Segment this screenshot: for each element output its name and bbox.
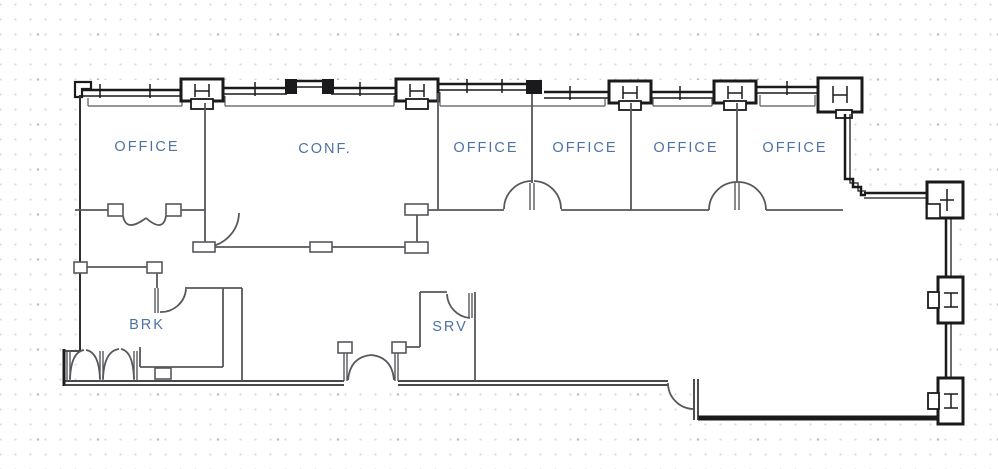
- room-label-office-5: OFFICE: [762, 140, 828, 156]
- window-mullion-ticks: [99, 79, 788, 100]
- door-main-entrance: [337, 341, 407, 381]
- right-exterior-wall: [698, 76, 965, 426]
- room-label-conference: CONF.: [298, 141, 352, 157]
- room-label-server-room: SRV: [432, 319, 468, 335]
- column-marker: [712, 79, 758, 111]
- door-server-room: [446, 293, 473, 319]
- door-rear-exit: [667, 382, 694, 410]
- top-window-wall: [73, 79, 820, 107]
- door-break-room-entry: [66, 348, 138, 381]
- column-marker: [179, 77, 225, 110]
- window-post: [526, 80, 542, 94]
- building-footprint: [75, 80, 963, 420]
- door-conference: [192, 203, 429, 254]
- door-office-pair-right: [708, 181, 767, 211]
- window-post: [285, 79, 297, 94]
- window-post: [322, 79, 334, 94]
- room-label-office-2: OFFICE: [453, 140, 519, 156]
- left-exterior-wall: [62, 95, 81, 386]
- room-label-break-room: BRK: [129, 317, 165, 333]
- column-marker: [607, 79, 653, 111]
- doors: [66, 180, 767, 410]
- column-marker: [394, 77, 440, 110]
- door-break-room: [73, 261, 187, 380]
- corner-cap: [73, 80, 93, 99]
- door-office-1: [107, 203, 182, 226]
- interior-walls: [75, 93, 843, 382]
- room-label-office-1: OFFICE: [114, 139, 180, 155]
- bottom-wall: [64, 379, 699, 420]
- door-office-pair-left: [503, 180, 562, 210]
- room-label-office-4: OFFICE: [653, 140, 719, 156]
- room-label-office-3: OFFICE: [552, 140, 618, 156]
